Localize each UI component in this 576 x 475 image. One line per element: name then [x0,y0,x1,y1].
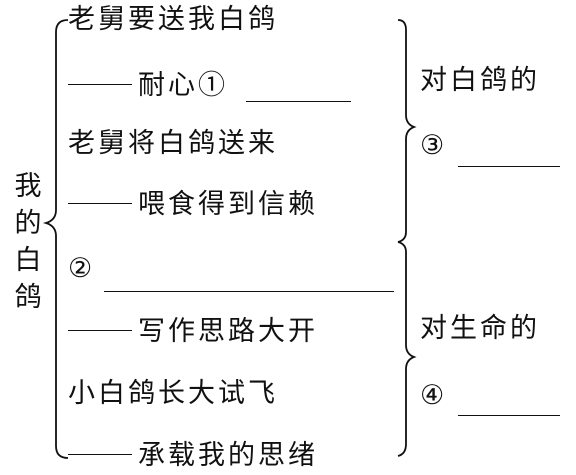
blank-number-2: ② [68,253,96,284]
diagram-title: 我 的 白 鸽 [12,168,44,316]
item-line-2: 耐心① [68,70,228,102]
item-line-8: 承载我的思绪 [68,440,318,472]
right-group-1-text: 对白鸽的 [420,65,540,96]
item-line-6-text: 写作思路大开 [138,316,318,347]
left-curly-brace [42,19,69,459]
title-char: 鸽 [14,282,42,313]
dash-line [68,203,132,204]
dash-line [68,84,132,85]
fill-blank-3[interactable] [458,166,560,167]
dash-line [68,330,132,331]
item-line-1: 老舅要送我白鸽 [68,4,278,35]
title-char: 我 [14,171,42,202]
right-brace-bottom [397,241,417,457]
blank-number-1: ① [198,70,228,101]
title-char: 的 [14,208,42,239]
fill-blank-4[interactable] [458,415,560,416]
item-line-8-text: 承载我的思绪 [138,440,318,471]
right-group-2-num: ④ [420,380,448,411]
dash-line [68,454,132,455]
item-line-4-text: 喂食得到信赖 [138,189,318,220]
item-line-7: 小白鸽长大试飞 [68,378,278,409]
item-line-6: 写作思路大开 [68,316,318,348]
title-char: 白 [14,245,42,276]
item-line-3: 老舅将白鸽送来 [68,128,278,159]
fill-blank-1[interactable] [246,101,351,102]
right-group-1-num: ③ [420,130,448,161]
item-line-5: ② [68,253,95,285]
item-line-4: 喂食得到信赖 [68,189,318,221]
right-brace-top [397,19,417,243]
item-line-2-text: 耐心 [138,70,198,101]
fill-blank-2[interactable] [104,291,394,292]
right-group-2-text: 对生命的 [420,313,540,344]
